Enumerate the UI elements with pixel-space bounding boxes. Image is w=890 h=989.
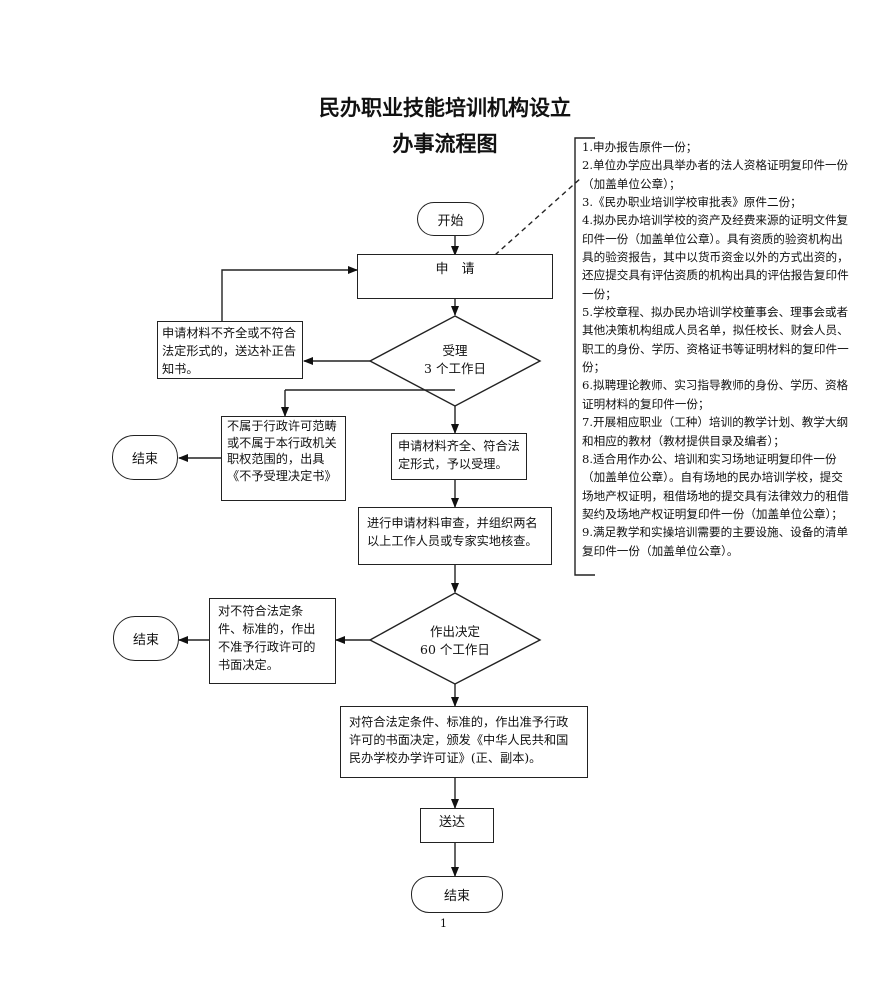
requirements-list: 1.申办报告原件一份； 2.单位办学应出具举办者的法人资格证明复印件一份（加盖单…	[582, 138, 852, 560]
accept-duration: 3 个工作日	[424, 361, 486, 376]
requirement-item: 4.拟办民办培训学校的资产及经费来源的证明文件复印件一份（加盖单位公章）。具有资…	[582, 213, 849, 301]
start-label: 开始	[437, 213, 464, 229]
page-title: 民办职业技能培训机构设立	[319, 96, 571, 120]
requirement-item: 7.开展相应职业（工种）培训的教学计划、教学大纲和相应的教材（教材提供目录及编者…	[582, 415, 849, 448]
end-label-final: 结束	[443, 889, 470, 904]
end-node-left-2: 结束	[113, 616, 179, 661]
requirement-item: 1.申办报告原件一份；	[582, 140, 698, 154]
incomplete-text: 申请材料不齐全或不符合法定形式的，送达补正告知书。	[162, 326, 297, 376]
incomplete-box: 申请材料不齐全或不符合法定形式的，送达补正告知书。	[157, 321, 303, 379]
review-box: 进行申请材料审查，并组织两名以上工作人员或专家实地核查。	[358, 507, 552, 565]
apply-label: 申 请	[435, 262, 475, 277]
approve-box: 对符合法定条件、标准的，作出准予行政许可的书面决定，颁发《中华人民共和国民办学校…	[340, 706, 588, 778]
deliver-box: 送达	[420, 808, 494, 843]
requirement-item: 3.《民办职业培训学校审批表》原件二份；	[582, 195, 802, 210]
requirement-item: 2.单位办学应出具举办者的法人资格证明复印件一份（加盖单位公章）；	[582, 158, 849, 191]
reject-box: 对不符合法定条件、标准的，作出不准予行政许可的书面决定。	[209, 598, 336, 684]
accept-title: 受理	[442, 343, 468, 358]
requirement-item: 9.满足教学和实操培训需要的主要设施、设备的清单复印件一份（加盖单位公章）。	[582, 525, 849, 558]
not-in-scope-box: 不属于行政许可范畴或不属于本行政机关职权范围的，出具《不予受理决定书》	[221, 416, 346, 501]
complete-box: 申请材料齐全、符合法定形式，予以受理。	[391, 433, 527, 480]
review-text: 进行申请材料审查，并组织两名以上工作人员或专家实地核查。	[367, 516, 538, 548]
requirement-item: 6.拟聘理论教师、实习指导教师的身份、学历、资格证明材料的复印件一份；	[582, 378, 849, 411]
deliver-label: 送达	[439, 815, 466, 830]
start-node: 开始	[417, 202, 484, 236]
page-number: 1	[440, 917, 447, 930]
end-label-left-2: 结束	[132, 633, 159, 648]
end-label-left-1: 结束	[131, 452, 158, 467]
decide-duration: 60 个工作日	[420, 642, 490, 657]
requirement-item: 5.学校章程、拟办民办培训学校董事会、理事会或者其他决策机构组成人员名单，拟任校…	[582, 305, 849, 375]
requirement-item: 8.适合用作办公、培训和实习场地证明复印件一份（加盖单位公章）。自有场地的民办培…	[582, 451, 849, 521]
decide-label: 作出决定 60 个工作日	[395, 623, 515, 659]
reject-text: 对不符合法定条件、标准的，作出不准予行政许可的书面决定。	[218, 604, 316, 672]
apply-box: 申 请	[357, 254, 553, 299]
end-node-left-1: 结束	[112, 435, 178, 480]
accept-label: 受理 3 个工作日	[395, 342, 515, 378]
decide-title: 作出决定	[429, 624, 480, 639]
page-subtitle: 办事流程图	[392, 132, 498, 156]
complete-text: 申请材料齐全、符合法定形式，予以受理。	[398, 439, 520, 471]
not-in-scope-text: 不属于行政许可范畴或不属于本行政机关职权范围的，出具《不予受理决定书》	[227, 419, 337, 483]
end-node-final: 结束	[411, 876, 503, 913]
approve-text: 对符合法定条件、标准的，作出准予行政许可的书面决定，颁发《中华人民共和国民办学校…	[349, 715, 569, 765]
